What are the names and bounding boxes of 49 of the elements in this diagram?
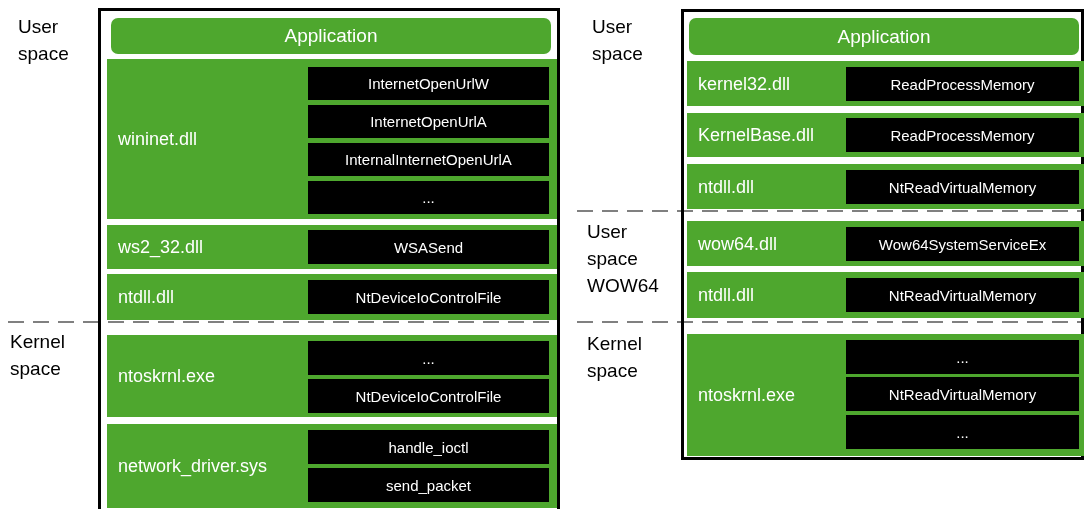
module-name: ws2_32.dll (118, 236, 204, 258)
function-box: NtDeviceIoControlFile (308, 379, 549, 413)
space-label: User space WOW64 (587, 220, 660, 298)
function-box: InternetOpenUrlA (308, 105, 549, 138)
module-panel (687, 221, 1084, 266)
module-name: kernel32.dll (698, 73, 791, 94)
function-box: Wow64SystemServiceEx (846, 227, 1079, 261)
function-box: ... (308, 181, 549, 214)
module-name: network_driver.sys (118, 455, 268, 477)
module-panel (687, 272, 1084, 318)
module-panel (687, 61, 1084, 106)
module-name: ntdll.dll (118, 286, 175, 308)
function-box: ... (846, 340, 1079, 374)
module-panel (687, 164, 1084, 209)
module-panel (687, 113, 1084, 157)
function-box: NtDeviceIoControlFile (308, 280, 549, 314)
module-name: wow64.dll (698, 233, 778, 254)
function-box: WSASend (308, 230, 549, 264)
application-bar: Application (689, 18, 1079, 55)
function-box: handle_ioctl (308, 430, 549, 464)
module-panel (107, 59, 557, 219)
module-name: wininet.dll (118, 128, 198, 150)
function-box: NtReadVirtualMemory (846, 377, 1079, 411)
module-name: ntdll.dll (698, 284, 755, 306)
space-label: Kernel space (10, 330, 66, 381)
application-bar: Application (111, 18, 551, 54)
module-panel (687, 334, 1084, 456)
module-name: ntoskrnl.exe (118, 365, 216, 387)
module-panel (107, 225, 557, 269)
module-name: KernelBase.dll (698, 124, 815, 146)
function-box: ... (846, 415, 1079, 449)
module-name: ntoskrnl.exe (698, 384, 796, 406)
space-label: Kernel space (587, 332, 643, 383)
module-name: ntdll.dll (698, 176, 755, 197)
space-label: User space (18, 15, 70, 66)
function-box: ReadProcessMemory (846, 118, 1079, 152)
function-box: NtReadVirtualMemory (846, 170, 1079, 204)
outer-frame (98, 8, 560, 509)
function-box: InternetOpenUrlW (308, 67, 549, 100)
function-box: NtReadVirtualMemory (846, 278, 1079, 312)
function-box: ReadProcessMemory (846, 67, 1079, 101)
function-box: ... (308, 341, 549, 375)
space-label: User space (592, 15, 644, 66)
module-panel (107, 335, 557, 417)
outer-frame (681, 9, 1084, 460)
function-box: send_packet (308, 468, 549, 502)
module-panel (107, 274, 557, 320)
module-panel (107, 424, 557, 508)
function-box: InternalInternetOpenUrlA (308, 143, 549, 176)
